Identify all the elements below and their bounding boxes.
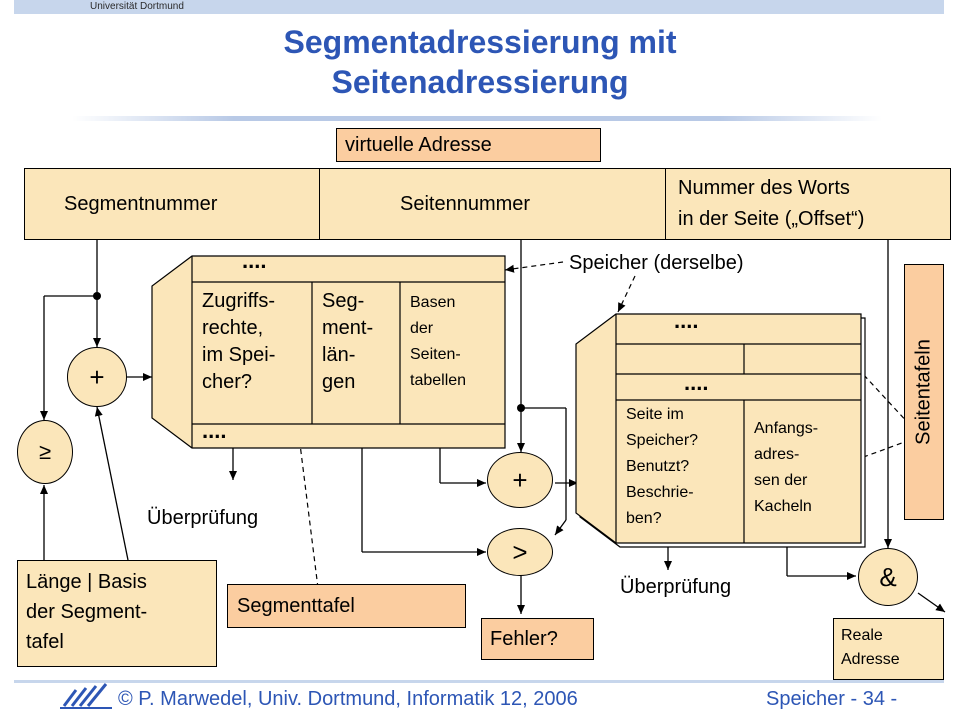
comparator-greater: > (487, 528, 553, 576)
memory-same-label: Speicher (derselbe) (569, 252, 744, 274)
segment-table-label: Segmenttafel (237, 595, 355, 617)
university-name: Universität Dortmund (90, 1, 184, 12)
title-line-1: Segmentadressierung mit (283, 24, 677, 60)
check-right-label: Überprüfung (620, 576, 732, 598)
field-word-number-line1: Nummer des Worts (678, 177, 850, 199)
check-left-label: Überprüfung (147, 507, 259, 529)
adder-left: + (67, 347, 127, 407)
error-box: Fehler? (481, 618, 594, 660)
title-underline (72, 116, 882, 121)
comparator-geq: ≥ (17, 420, 73, 484)
virtual-address-bar (24, 168, 951, 240)
virtual-address-label: virtuelle Adresse (336, 128, 601, 162)
error-label: Fehler? (490, 628, 558, 650)
page-table-dots-mid: .... (684, 370, 709, 395)
segment-table-label-box: Segmenttafel (227, 584, 466, 628)
segment-table-dots-top: .... (242, 248, 267, 273)
field-page-number: Seitennummer (400, 193, 531, 215)
field-word-number-line2: in der Seite („Offset“) (678, 208, 865, 230)
field-divider-2 (665, 168, 666, 240)
footer-page-number: Speicher - 34 - (766, 688, 898, 710)
segment-table-dots-bottom: .... (202, 418, 227, 443)
footer-rule (14, 680, 944, 683)
segment-table-access-rights: Zugriffs-rechte,im Spei-cher? (202, 290, 276, 393)
page-table-dots-top: .... (674, 308, 699, 333)
segment-table-lengths: Seg-ment-län-gen (322, 290, 374, 393)
field-segment-number: Segmentnummer (64, 193, 218, 215)
virtual-address-text: virtuelle Adresse (345, 134, 492, 156)
page-title: Segmentadressierung mit Seitenadressieru… (0, 22, 960, 102)
page-tables-label-box (904, 264, 944, 520)
header-bar (14, 0, 944, 14)
field-divider-1 (319, 168, 320, 240)
adder-mid: + (487, 452, 553, 508)
title-line-2: Seitenadressierung (331, 64, 629, 100)
footer-author: © P. Marwedel, Univ. Dortmund, Informati… (118, 688, 578, 710)
and-gate: & (858, 548, 918, 606)
